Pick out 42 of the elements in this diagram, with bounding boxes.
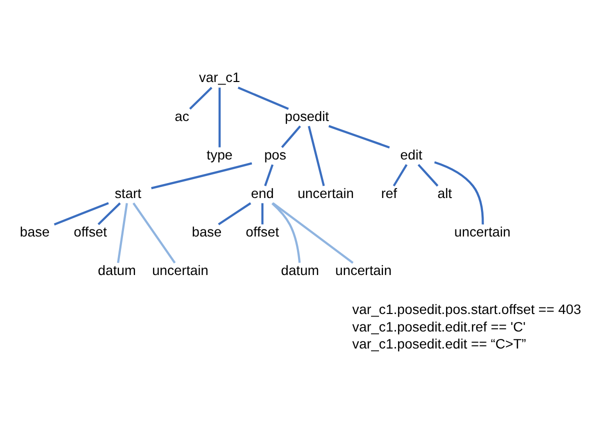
node-text: uncertain [298, 186, 354, 201]
node-text: base [20, 224, 50, 240]
label: var_c1.posedit.pos.start.offset == 403 [352, 302, 582, 318]
connector [132, 202, 176, 264]
node-text: posedit [284, 108, 329, 124]
node-text: uncertain [152, 262, 208, 278]
node-text: alt [437, 186, 452, 201]
label: var_c1.posedit.edit.ref == 'C' [352, 319, 526, 334]
node-text: end [250, 186, 274, 201]
connector [264, 164, 274, 186]
connector [98, 202, 121, 226]
connector [238, 86, 289, 110]
connector [418, 164, 438, 187]
node-text: uncertain [454, 224, 511, 240]
node-text: datum [98, 262, 136, 278]
node-text: uncertain [335, 262, 392, 278]
connector [117, 203, 128, 263]
node-text: edit [400, 147, 422, 162]
node-text: offset [74, 224, 107, 240]
node-text: ref [381, 186, 398, 201]
node-text: offset [246, 224, 280, 240]
connector [272, 202, 354, 264]
connector [434, 161, 484, 224]
node-text: start [114, 186, 142, 201]
connector [261, 203, 264, 224]
connector [392, 164, 408, 186]
node-text: base [192, 224, 222, 240]
label: var_c1.posedit.edit == “C>T” [352, 336, 526, 352]
connector [271, 202, 301, 263]
connector [151, 162, 252, 190]
connector [218, 88, 221, 148]
connector [54, 202, 109, 226]
connector [218, 202, 252, 226]
connector [308, 126, 325, 186]
node-text: pos [264, 147, 286, 162]
node-text: datum [281, 262, 320, 278]
connector [189, 86, 212, 110]
node-text: type [206, 147, 233, 162]
node-text: ac [174, 108, 190, 124]
node-text: var_c1 [199, 70, 240, 86]
connector [328, 125, 390, 148]
connector [281, 125, 302, 148]
